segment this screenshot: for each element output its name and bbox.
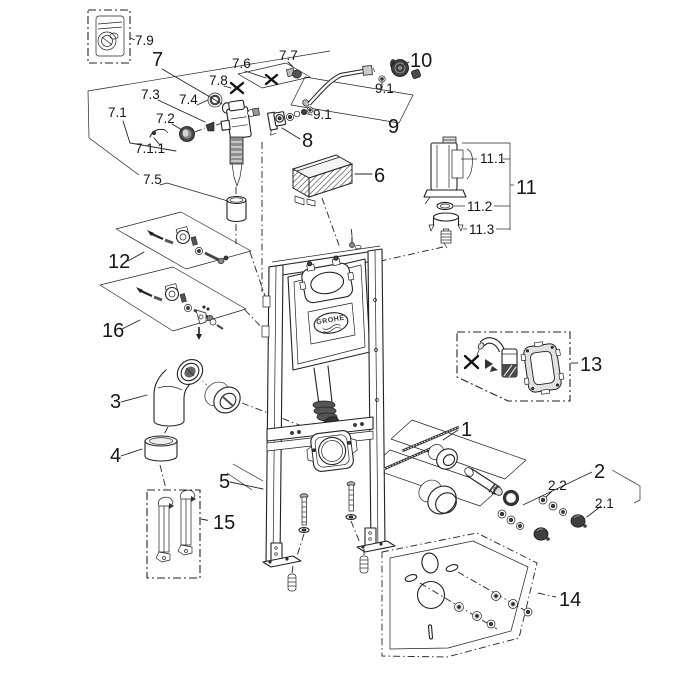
valve-body	[220, 99, 260, 140]
part-label-14: 14	[559, 589, 581, 611]
part-label-7-8: 7.8	[209, 73, 228, 88]
glue-tube	[476, 337, 518, 378]
outlet-flange	[306, 430, 358, 472]
part-label-7-6: 7.6	[232, 56, 251, 71]
rail-bracket-boss	[261, 325, 270, 338]
brand-panel: GROHE	[307, 302, 356, 345]
part-label-9-1-left: 9.1	[313, 107, 332, 122]
part-label-11-3: 11.3	[469, 222, 494, 237]
part-label-3: 3	[110, 391, 121, 413]
part-label-9: 9	[388, 116, 399, 138]
screw-set	[264, 67, 302, 86]
part-label-7-4: 7.4	[179, 92, 198, 107]
washers-2-2	[497, 495, 567, 530]
flush-bend	[153, 359, 204, 427]
wall-bracket-kit-12	[147, 226, 229, 264]
cistern: GROHE	[287, 255, 371, 371]
part-label-15: 15	[213, 512, 235, 534]
part-label-6: 6	[374, 165, 385, 187]
part-label-9-1-right: 9.1	[375, 81, 394, 96]
dark-ring	[502, 489, 520, 507]
part-label-7-7: 7.7	[279, 48, 298, 63]
clip-box	[146, 489, 201, 579]
caps-2-1	[533, 514, 587, 541]
part-label-8: 8	[302, 130, 313, 152]
grommets	[454, 591, 533, 629]
installation-frame: GROHE	[261, 236, 396, 592]
part-label-11-1: 11.1	[480, 151, 505, 166]
part-label-13: 13	[580, 354, 602, 376]
access-window	[299, 255, 355, 304]
crossed-out-screw-icon	[229, 81, 245, 95]
washer-chain	[286, 106, 314, 121]
part-label-4: 4	[110, 445, 121, 467]
part-label-12: 12	[108, 251, 130, 273]
part-label-2: 2	[594, 461, 605, 483]
protection-block	[291, 154, 354, 207]
applicator-icon	[485, 359, 493, 369]
mid-crossbar	[266, 416, 374, 442]
part-label-7-1: 7.1	[108, 105, 127, 120]
sleeve-kit-2	[464, 467, 641, 541]
adhesive-gasket-box	[456, 331, 571, 402]
sound-insulation-panel	[381, 532, 538, 658]
valve-seat	[428, 212, 464, 249]
part-label-11: 11	[516, 177, 537, 199]
part-label-7-5: 7.5	[143, 172, 162, 187]
callout-labels: 7.9 7 7.6 7.7 7.8 7.3 7.4 7.1 7.2 7.1.1 …	[102, 33, 614, 611]
cone-seal	[205, 121, 215, 132]
leader-lines	[120, 37, 602, 598]
applicator-icon	[490, 366, 498, 372]
top-bolt	[349, 236, 362, 250]
part-label-11-2: 11.2	[467, 199, 492, 214]
part-label-7-9: 7.9	[135, 33, 154, 48]
threaded-rod-set	[383, 425, 460, 515]
exploded-planes	[87, 50, 527, 507]
floor-fixing-bolts	[287, 481, 369, 592]
part-label-2-1: 2.1	[595, 496, 614, 511]
part-label-7-3: 7.3	[141, 87, 160, 102]
part-label-7-2: 7.2	[156, 111, 175, 126]
ribbed-shaft	[229, 136, 244, 165]
part-label-7: 7	[152, 49, 163, 71]
part-label-10: 10	[410, 50, 432, 72]
valve-tip	[231, 163, 243, 187]
part-label-1: 1	[461, 419, 472, 441]
inlet-bracket	[266, 111, 287, 136]
seal-kit-box	[87, 9, 131, 64]
wall-plug	[287, 573, 297, 592]
rail-bracket-boss	[262, 295, 271, 308]
part-label-16: 16	[102, 320, 124, 342]
part-label-5: 5	[219, 471, 230, 493]
no-glue-icon	[463, 354, 480, 370]
float-cup	[226, 195, 247, 223]
frame-feet	[262, 527, 396, 568]
callout-bracket	[454, 142, 514, 230]
seal-ring-4	[144, 435, 178, 462]
connector-sleeve	[204, 381, 241, 414]
wall-bracket-kit-16	[136, 283, 224, 340]
fill-valve-assembly	[149, 81, 260, 223]
seal-ring	[436, 201, 454, 211]
flush-valve-assembly	[423, 136, 514, 249]
clip-7-1-1	[149, 128, 166, 138]
angle-valve-knob	[390, 59, 421, 79]
wall-plug	[359, 555, 369, 574]
part-label-7-1-1: 7.1.1	[135, 141, 165, 156]
part-label-2-2: 2.2	[548, 478, 567, 493]
brand-logo-text: GROHE	[316, 315, 345, 327]
gasket-frame	[520, 341, 565, 395]
